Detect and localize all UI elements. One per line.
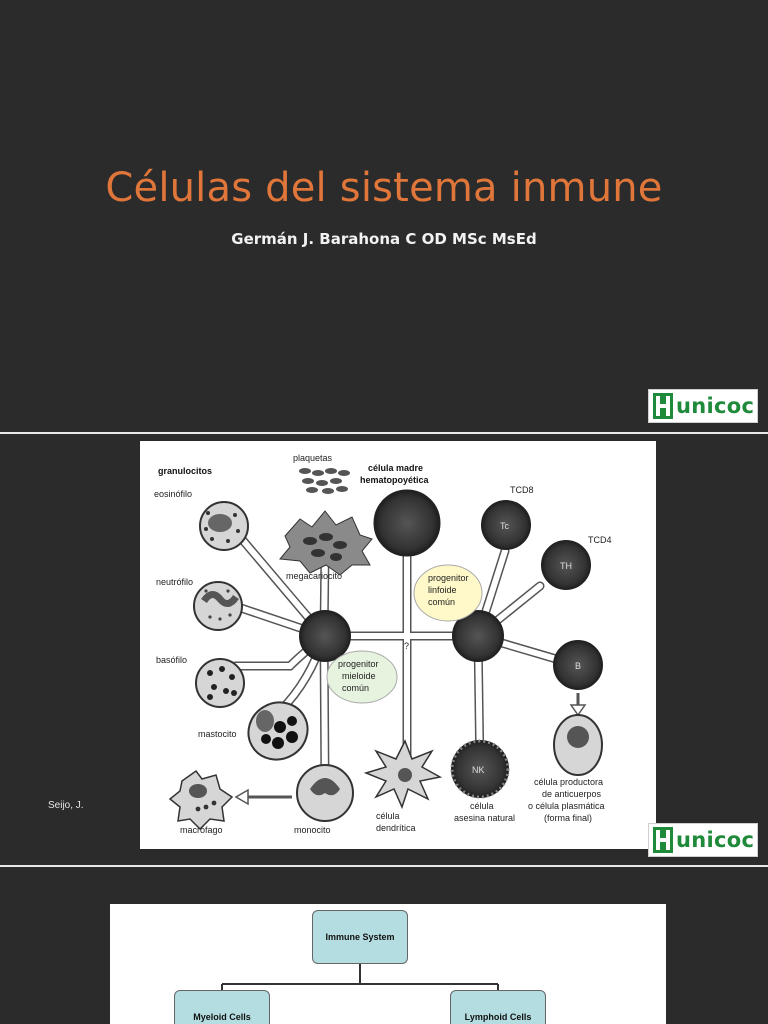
node-lymphoid-cells: Lymphoid Cells	[450, 990, 546, 1024]
slide-title: Células del sistema inmune	[105, 165, 663, 211]
label-celula: célula	[376, 811, 400, 821]
unicoc-logo: unicoc	[648, 389, 758, 423]
label-celula-madre: célula madre	[368, 463, 423, 473]
logo-text: unicoc	[676, 828, 755, 852]
th-label: TH	[560, 561, 572, 571]
label-dendritica: dendrítica	[376, 823, 416, 833]
plaquetas-icon	[299, 468, 350, 494]
label-eosinofilo: eosinófilo	[154, 489, 192, 499]
label-question: ?	[404, 641, 409, 651]
label-tcd4: TCD4	[588, 535, 612, 545]
label-plaquetas: plaquetas	[293, 453, 333, 463]
hematopoiesis-diagram: granulocitos eosinófilo neutrófilo basóf…	[154, 453, 612, 835]
label-macrofago: macrófago	[180, 825, 223, 835]
progenitor-mieloide-cell	[299, 610, 351, 662]
celula-madre-cell	[373, 489, 441, 557]
progenitor-linfoide-label-2: linfoide	[428, 585, 457, 595]
unicoc-logo: unicoc	[648, 823, 758, 857]
celula-dendritica-cell	[363, 739, 443, 810]
neutrofilo-cell	[193, 581, 243, 631]
label-plasma-4: (forma final)	[544, 813, 592, 823]
progenitor-linfoide-cell	[452, 610, 504, 662]
mastocito-cell	[247, 701, 309, 761]
progenitor-mieloide-label-2: mieloide	[342, 671, 376, 681]
label-basofilo: basófilo	[156, 655, 187, 665]
image-credit: Seijo, J.	[48, 800, 84, 811]
immune-hierarchy-chart: Immune System Myeloid Cells Lymphoid Cel…	[110, 904, 666, 1024]
unicoc-logo-icon	[653, 393, 673, 419]
megacariocito-cell	[279, 510, 373, 576]
label-hematopoyetica: hematopoyética	[360, 475, 430, 485]
node-immune-system: Immune System	[312, 910, 408, 964]
macrofago-cell	[168, 769, 234, 831]
th-cell: TH	[541, 540, 591, 590]
label-granulocitos: granulocitos	[158, 466, 212, 476]
diagram-slide: granulocitos eosinófilo neutrófilo basóf…	[0, 434, 768, 865]
slide-divider	[0, 865, 768, 867]
nk-label: NK	[472, 765, 485, 775]
label-monocito: monocito	[294, 825, 331, 835]
progenitor-linfoide-label-3: común	[428, 597, 455, 607]
arrow-to-macrofago	[234, 788, 292, 806]
hierarchy-slide: Immune System Myeloid Cells Lymphoid Cel…	[0, 867, 768, 1024]
b-label: B	[575, 661, 581, 671]
label-megacariocito: megacariocito	[286, 571, 342, 581]
monocito-cell	[296, 764, 354, 822]
celula-plasmatica-cell	[553, 714, 603, 776]
b-cell: B	[553, 640, 603, 690]
progenitor-mieloide-label-1: progenitor	[338, 659, 379, 669]
label-plasma-2: de anticuerpos	[542, 789, 602, 799]
title-slide: Células del sistema inmune Germán J. Bar…	[0, 0, 768, 432]
label-neutrofilo: neutrófilo	[156, 577, 193, 587]
node-myeloid-cells: Myeloid Cells	[174, 990, 270, 1024]
slide-subtitle: Germán J. Barahona C OD MSc MsEd	[231, 230, 537, 248]
label-nk-1: célula	[470, 801, 494, 811]
progenitor-linfoide-label-1: progenitor	[428, 573, 469, 583]
nk-cell: NK	[450, 739, 510, 799]
eosinofilo-cell	[199, 501, 249, 551]
basofilo-cell	[195, 658, 245, 708]
progenitor-mieloide-label-3: común	[342, 683, 369, 693]
immune-cells-figure: granulocitos eosinófilo neutrófilo basóf…	[140, 441, 656, 849]
label-mastocito: mastocito	[198, 729, 237, 739]
logo-text: unicoc	[676, 394, 755, 418]
tc-cell: Tc	[481, 500, 531, 550]
slide-divider	[0, 432, 768, 434]
label-tcd8: TCD8	[510, 485, 534, 495]
unicoc-logo-icon	[653, 827, 673, 853]
label-plasma-3: o célula plasmática	[528, 801, 605, 811]
progenitor-mieloide-bubble: progenitor mieloide común	[326, 650, 398, 704]
label-plasma-1: célula productora	[534, 777, 603, 787]
progenitor-linfoide-bubble: progenitor linfoide común	[413, 564, 483, 622]
arrow-to-plasma	[569, 693, 587, 717]
label-nk-2: asesina natural	[454, 813, 515, 823]
tc-label: Tc	[500, 521, 510, 531]
